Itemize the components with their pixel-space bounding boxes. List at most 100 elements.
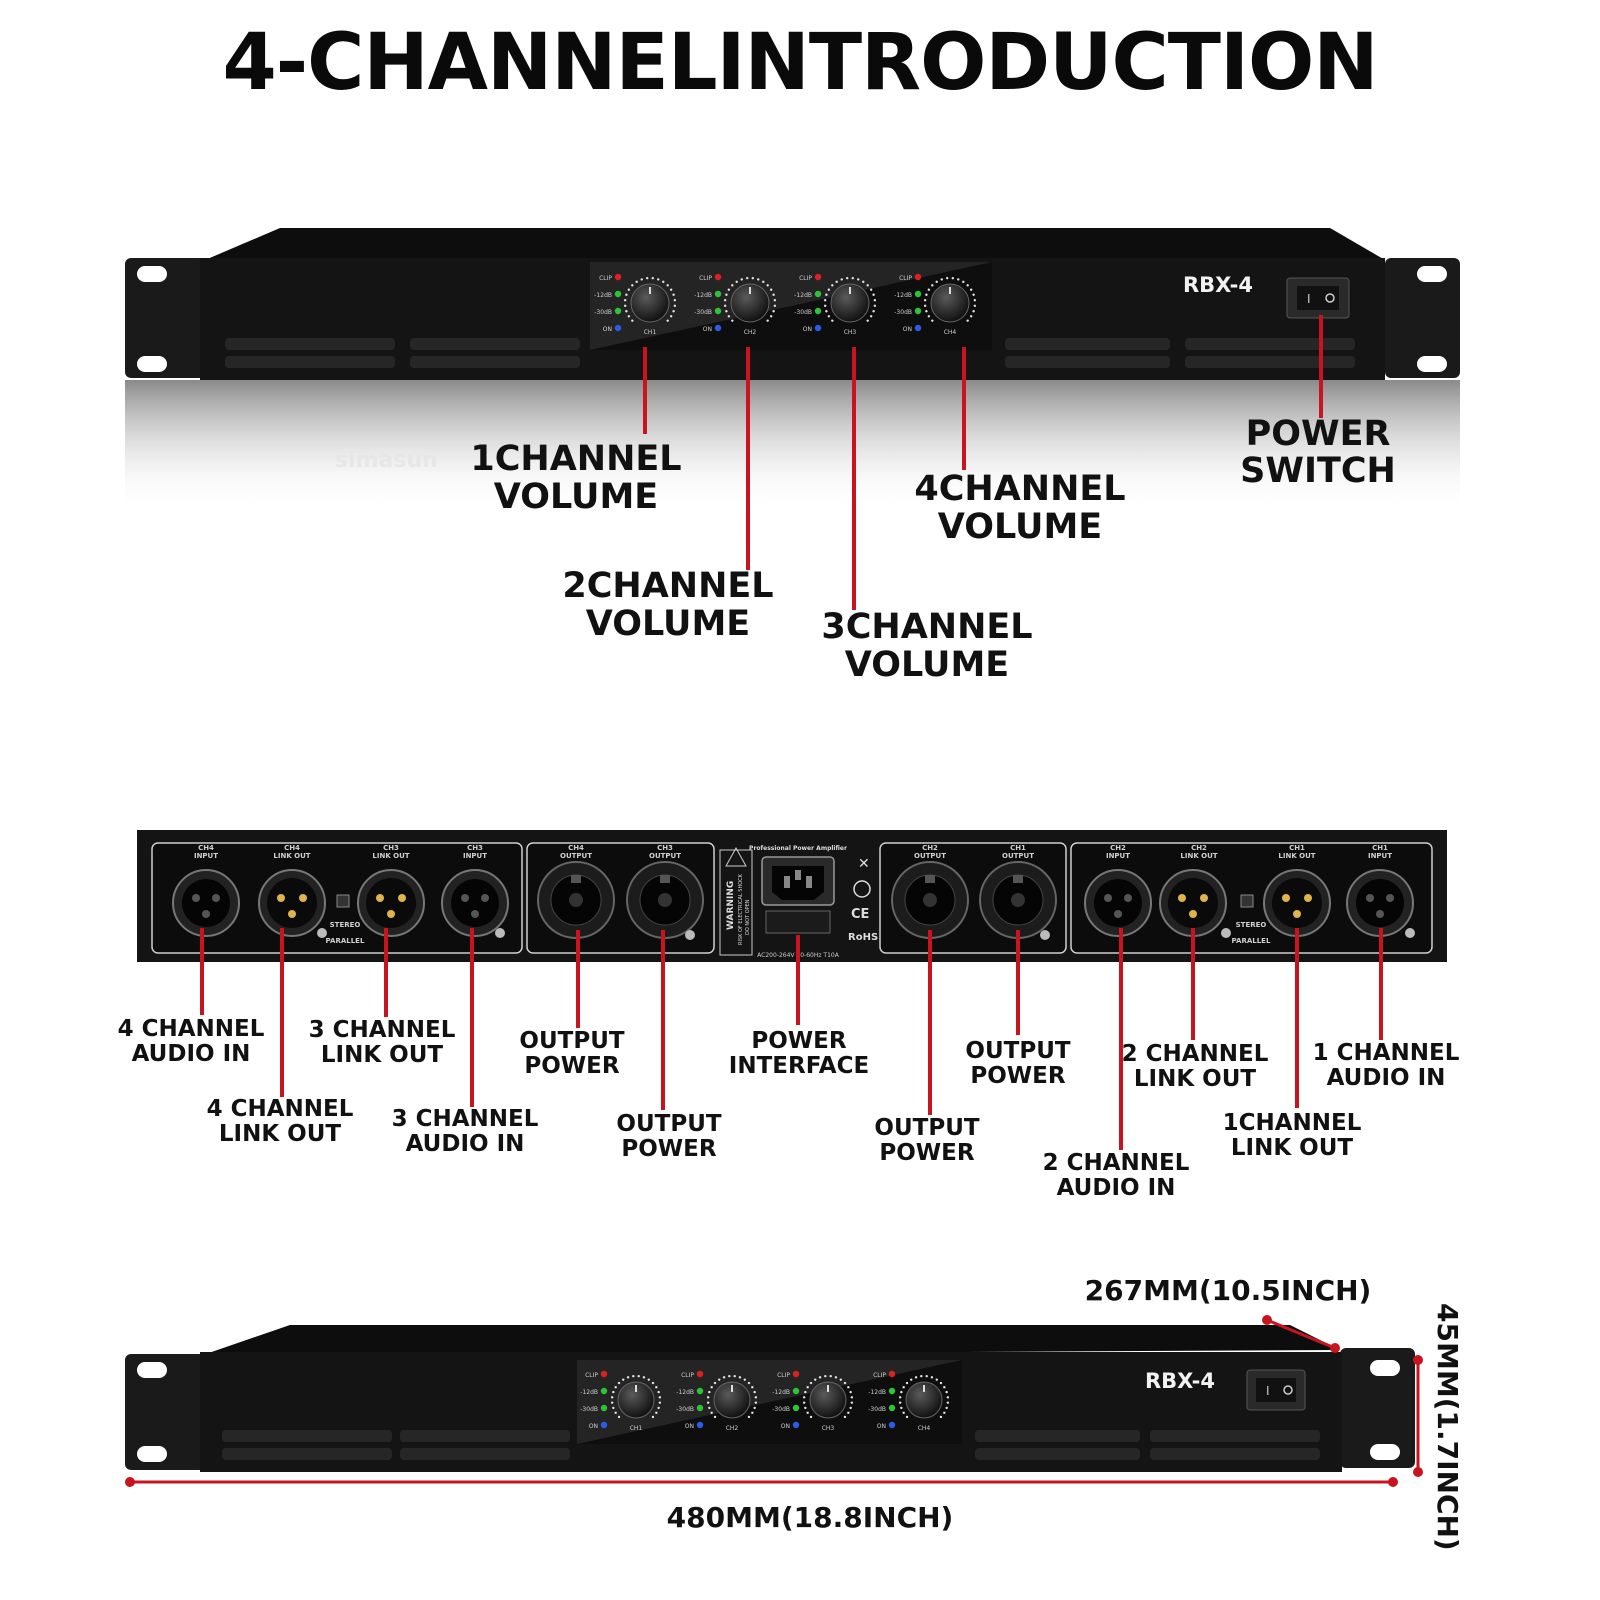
scale-dot xyxy=(746,276,749,280)
led-label: -30dB xyxy=(580,1406,598,1413)
jack-label: CH3 xyxy=(657,844,673,852)
scale-dot xyxy=(740,278,743,281)
channel-label: CH1 xyxy=(630,1425,643,1432)
scale-dot xyxy=(957,278,960,281)
scale-dot xyxy=(914,1376,918,1379)
led-indicator xyxy=(696,1370,704,1378)
scale-dot xyxy=(898,1396,902,1399)
speakon-output-ch4[interactable] xyxy=(537,861,615,939)
ch1-volume-knob[interactable] xyxy=(630,283,670,323)
led-label: -30dB xyxy=(676,1406,694,1413)
scale-dot xyxy=(946,276,949,280)
front-vents xyxy=(225,338,1355,368)
xlr-input-ch2[interactable] xyxy=(1084,869,1152,937)
xlr-link-out-ch1[interactable] xyxy=(1263,869,1331,937)
scale-dot xyxy=(946,1401,950,1404)
xlr-input-ch4[interactable] xyxy=(172,869,240,937)
scale-dot xyxy=(804,1406,807,1410)
led-label: ON xyxy=(685,1423,694,1430)
scale-dot xyxy=(731,319,734,322)
scale-dot xyxy=(772,293,775,296)
scale-dot xyxy=(754,1401,758,1404)
speakon-output-ch2[interactable] xyxy=(891,861,969,939)
led-label: -12dB xyxy=(580,1389,598,1396)
scale-dot xyxy=(920,1374,923,1378)
speakon-output-ch3[interactable] xyxy=(626,861,704,939)
scale-dot xyxy=(939,1415,943,1419)
scale-dot xyxy=(738,1376,742,1379)
scale-dot xyxy=(923,299,927,302)
scale-dot xyxy=(753,1390,756,1394)
scale-dot xyxy=(706,1401,710,1404)
scale-dot xyxy=(823,304,827,307)
scale-dot xyxy=(939,1381,943,1385)
scale-dot xyxy=(823,299,827,302)
scale-dot xyxy=(935,280,938,284)
scale-dot xyxy=(825,310,828,313)
power-switch-rocker xyxy=(1297,286,1339,310)
scale-dot xyxy=(866,319,869,322)
scale-dot xyxy=(642,1376,646,1379)
ch1-volume-knob[interactable] xyxy=(617,1381,655,1419)
jack-label: OUTPUT xyxy=(560,852,592,860)
ch4-volume-knob[interactable] xyxy=(930,283,970,323)
led-label: ON xyxy=(803,326,812,333)
ch4-volume-knob[interactable] xyxy=(905,1381,943,1419)
scale-dot xyxy=(900,1406,903,1410)
jack-label: CH4 xyxy=(198,844,214,852)
ch3-volume-knob[interactable] xyxy=(809,1381,847,1419)
scale-dot xyxy=(762,280,765,284)
led-label: -12dB xyxy=(772,1389,790,1396)
led-indicator xyxy=(792,1387,800,1395)
scale-dot xyxy=(627,288,631,291)
power-switch-label-line1: POWER xyxy=(1246,414,1391,454)
scale-dot xyxy=(655,1411,658,1414)
scale-dot xyxy=(625,293,628,296)
led-indicator xyxy=(714,273,722,281)
led-indicator xyxy=(696,1387,704,1395)
led-indicator xyxy=(696,1421,704,1429)
stereo-parallel-switch-right[interactable]: STEREO PARALLEL xyxy=(1232,894,1271,945)
scale-dot xyxy=(969,315,973,318)
scale-dot xyxy=(710,1411,713,1414)
scale-dot xyxy=(754,1396,758,1399)
speakon-output-ch1[interactable] xyxy=(979,861,1057,939)
jack-label: CH2 xyxy=(1191,844,1207,852)
scale-dot xyxy=(725,310,728,313)
scale-dot xyxy=(900,1390,903,1394)
led-label: -30dB xyxy=(868,1406,886,1413)
power-interface-label-line2: INTERFACE xyxy=(729,1053,869,1079)
led-indicator xyxy=(614,307,622,315)
xlr-link-out-ch2[interactable] xyxy=(1159,869,1227,937)
led-indicator xyxy=(714,324,722,332)
jack-label: CH1 xyxy=(1010,844,1026,852)
scale-dot xyxy=(935,1378,938,1381)
xlr-input-ch3[interactable] xyxy=(441,869,509,937)
ch2-audio-in-label-line2: AUDIO IN xyxy=(1057,1175,1176,1201)
xlr-link-out-ch4[interactable] xyxy=(258,869,326,937)
rack-hole xyxy=(137,1362,167,1378)
height-label: 45MM(1.7INCH) xyxy=(1431,1303,1464,1551)
rohs-mark: RoHS xyxy=(848,932,878,943)
stereo-parallel-switch-left[interactable]: STEREO PARALLEL xyxy=(326,894,365,945)
scale-dot xyxy=(818,1376,822,1379)
ch2-volume-knob[interactable] xyxy=(713,1381,751,1419)
rear-screws xyxy=(317,928,1415,940)
width-label: 480MM(18.8INCH) xyxy=(667,1501,954,1534)
scale-dot xyxy=(631,319,634,322)
ch2-volume-knob[interactable] xyxy=(730,283,770,323)
power-interface-label-line1: POWER xyxy=(751,1028,846,1054)
rack-hole xyxy=(137,1446,167,1462)
switch-label-stereo: STEREO xyxy=(1236,921,1267,929)
output-power-label-line1: OUTPUT xyxy=(965,1038,1070,1064)
output-power-label-line1: OUTPUT xyxy=(616,1111,721,1137)
scale-dot xyxy=(827,288,831,291)
ch4-link-out-label-line2: LINK OUT xyxy=(219,1121,342,1147)
xlr-input-ch1[interactable] xyxy=(1346,869,1414,937)
ch3-volume-knob[interactable] xyxy=(830,283,870,323)
xlr-link-out-ch3[interactable] xyxy=(357,869,425,937)
cert-marks: ✕ CE RoHS xyxy=(848,856,878,943)
jack-label: LINK OUT xyxy=(1278,852,1315,860)
scale-dot xyxy=(910,1378,913,1381)
led-indicator xyxy=(614,324,622,332)
